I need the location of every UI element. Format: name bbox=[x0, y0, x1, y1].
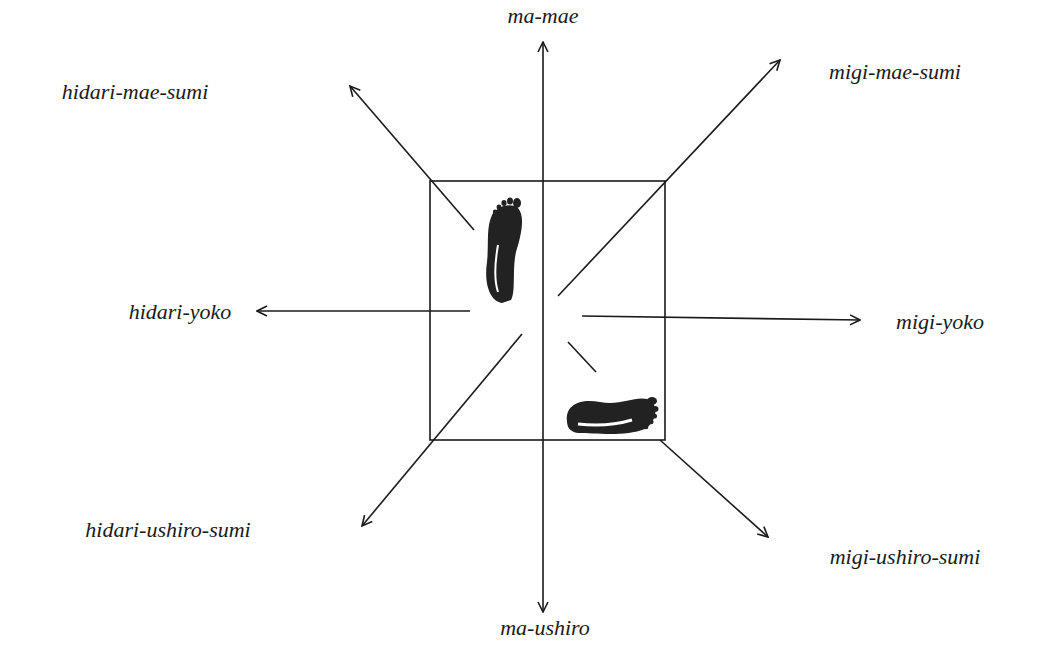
direction-label: migi-yoko bbox=[896, 310, 984, 334]
hidari-yoko-arrow bbox=[257, 310, 470, 312]
direction-label: migi-ushiro-sumi bbox=[830, 545, 981, 569]
direction-label: hidari-ushiro-sumi bbox=[85, 518, 250, 542]
hidari-mae-arrow bbox=[350, 86, 474, 230]
hidari-ushiro-arrow bbox=[362, 334, 522, 526]
migi-ushiro-stub bbox=[568, 342, 596, 372]
direction-label: ma-mae bbox=[508, 4, 579, 28]
migi-ushiro-arrow bbox=[660, 440, 768, 537]
direction-label: hidari-yoko bbox=[129, 300, 232, 324]
direction-label: migi-mae-sumi bbox=[829, 60, 961, 84]
direction-label: hidari-mae-sumi bbox=[62, 80, 209, 104]
migi-mae-arrow bbox=[558, 60, 780, 296]
left-footprint bbox=[486, 198, 522, 304]
direction-label: ma-ushiro bbox=[500, 616, 590, 640]
ma-arrow bbox=[542, 42, 544, 612]
migi-yoko-arrow bbox=[582, 316, 860, 320]
right-footprint bbox=[567, 397, 659, 434]
